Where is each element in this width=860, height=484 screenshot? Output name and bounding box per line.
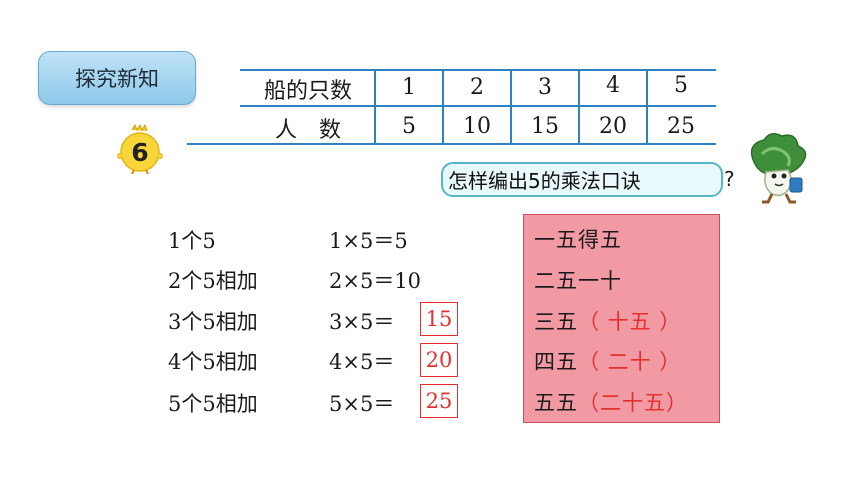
- rhyme-line: 二五一十: [534, 269, 622, 293]
- table-divider: [646, 69, 648, 143]
- table-divider: [374, 69, 376, 143]
- table-divider: [442, 69, 444, 143]
- answer-box: 20: [420, 343, 458, 377]
- phrase-text: 2个5相加: [168, 269, 258, 293]
- table-top-rule: [240, 69, 716, 71]
- rhyme-line: 五五（二十五）: [534, 391, 688, 415]
- rhyme-box: [523, 214, 720, 423]
- example-number: 6: [131, 138, 148, 167]
- equation: 4×5＝: [329, 350, 395, 374]
- question-mark: ?: [724, 167, 735, 191]
- phrase-text: 4个5相加: [168, 350, 258, 374]
- table-bottom-rule: [187, 143, 716, 145]
- row-label-boats: 船的只数: [263, 79, 352, 104]
- boat-count: 4: [606, 73, 620, 98]
- question-bubble: 怎样编出5的乘法口诀: [441, 162, 723, 197]
- boat-count: 5: [674, 73, 688, 98]
- row-label-people: 人 数: [274, 118, 341, 143]
- boat-count: 1: [402, 75, 416, 100]
- phrase-text: 5个5相加: [168, 392, 258, 416]
- people-count: 10: [463, 114, 491, 139]
- answer-box: 15: [420, 302, 458, 336]
- equation: 2×5＝10: [329, 269, 422, 293]
- table-middle-rule: [240, 105, 716, 107]
- rhyme-answer: （二十五）: [578, 391, 688, 415]
- equation: 5×5＝: [329, 392, 395, 416]
- boat-count: 2: [470, 75, 484, 100]
- table-divider: [578, 69, 580, 143]
- chick-icon: 6: [117, 123, 163, 175]
- cabbage-character-icon: [744, 132, 812, 206]
- people-count: 15: [531, 114, 559, 139]
- people-count: 5: [402, 114, 416, 139]
- rhyme-answer: （ 十五 ）: [578, 310, 682, 334]
- table-divider: [510, 69, 512, 143]
- people-count: 25: [667, 114, 695, 139]
- answer-box: 25: [420, 384, 458, 418]
- rhyme-line: 四五（ 二十 ）: [534, 350, 682, 374]
- rhyme-answer: （ 二十 ）: [578, 350, 682, 374]
- boat-count: 3: [538, 75, 552, 100]
- example-badge: 6: [116, 123, 164, 175]
- people-count: 20: [599, 114, 627, 139]
- equation: 1×5＝5: [329, 229, 408, 253]
- section-tag: 探究新知: [38, 51, 196, 105]
- phrase-text: 1个5: [168, 229, 216, 253]
- rhyme-line: 三五（ 十五 ）: [534, 310, 682, 334]
- question-text: 怎样编出5的乘法口诀: [448, 169, 641, 193]
- phrase-text: 3个5相加: [168, 310, 258, 334]
- equation: 3×5＝: [329, 310, 395, 334]
- rhyme-line: 一五得五: [534, 228, 622, 252]
